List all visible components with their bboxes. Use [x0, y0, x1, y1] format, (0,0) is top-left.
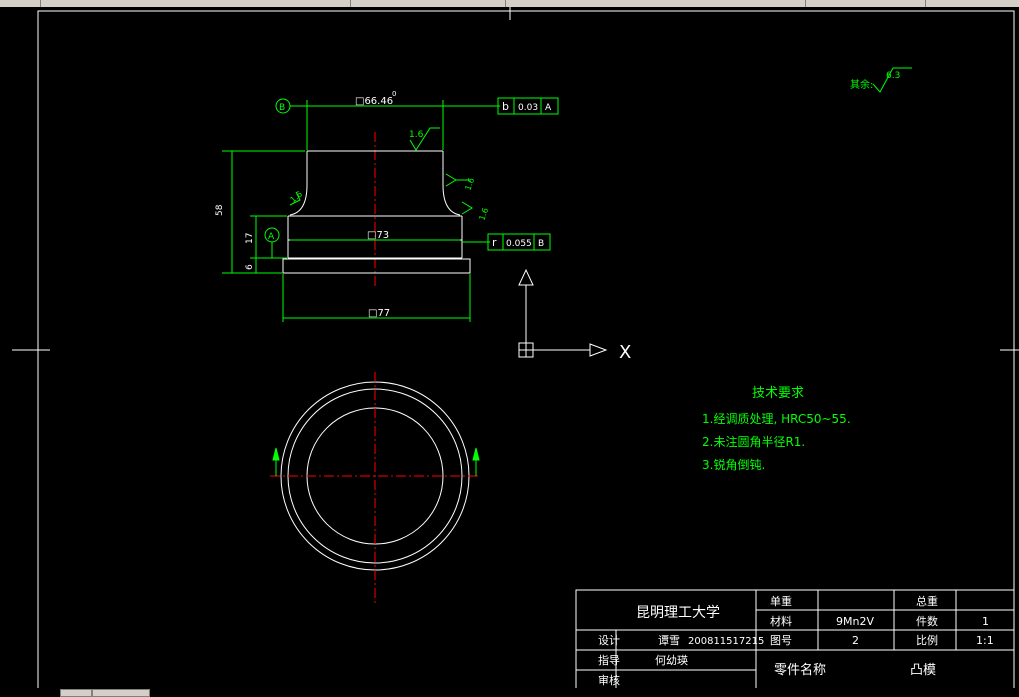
layout-tab[interactable]: [92, 689, 150, 697]
roughness-symbol-fillet: [289, 191, 301, 206]
right-fillet: [442, 151, 461, 216]
tb-total-weight-label: 总重: [916, 594, 938, 608]
technical-requirements: 技术要求 1.经调质处理, HRC50~55. 2.未注圆角半径R1. 3.锐角…: [702, 386, 851, 472]
tb-part-name-value: 凸模: [910, 663, 936, 678]
tolerance-frame-side: [487, 233, 551, 251]
tol-top-symbol: b: [502, 100, 509, 113]
dim-top-tolerance: 0: [392, 90, 396, 98]
toolbar-segment[interactable]: [0, 0, 41, 7]
tech-req-item: 2.未注圆角半径R1.: [702, 434, 805, 449]
dim-bottom-diameter: □77: [368, 308, 390, 319]
dim-height-base: 6: [245, 264, 255, 270]
dim-top-diameter: □66.46: [355, 96, 393, 107]
front-view: □66.46 0 □73 □77 58 17 6 B A b 0.03 A r …: [215, 67, 912, 322]
tb-qty-value: 1: [982, 615, 989, 628]
roughness-symbol-side1: [445, 173, 470, 187]
tb-design-label: 设计: [598, 634, 620, 647]
roughness-rest-label: 其余:: [850, 78, 873, 91]
tb-drawing-no-label: 图号: [770, 634, 792, 647]
tech-req-item: 1.经调质处理, HRC50~55.: [702, 412, 851, 426]
roughness-side1-value: 1.6: [463, 177, 476, 192]
tb-qty-label: 件数: [916, 615, 938, 628]
tb-guide-label: 指导: [598, 653, 620, 667]
cad-drawing-canvas[interactable]: □66.46 0 □73 □77 58 17 6 B A b 0.03 A r …: [0, 7, 1019, 688]
ucs-icon: [518, 268, 608, 358]
tol-top-datum: A: [545, 103, 552, 113]
datum-a-label: A: [268, 232, 275, 242]
tb-scale-label: 比例: [916, 633, 938, 647]
base-flange: [282, 258, 471, 274]
toolbar-segment[interactable]: [805, 0, 926, 7]
dim-height-total: 58: [215, 204, 225, 216]
tb-drawing-no-value: 2: [852, 634, 859, 647]
datum-b-label: B: [279, 103, 285, 113]
tol-side-symbol: r: [492, 236, 497, 249]
roughness-rest-value: 6.3: [886, 71, 900, 81]
tb-scale-value: 1:1: [976, 634, 994, 647]
layout-tab[interactable]: [60, 689, 92, 697]
roughness-symbol-top: [409, 127, 440, 151]
tb-student-id: 200811517215: [688, 636, 764, 647]
roughness-side2-value: 1.6: [477, 207, 490, 222]
tb-designer: 谭雪: [658, 634, 680, 647]
title-block: 昆明理工大学 单重 总重 材料 9Mn2V 件数 1 设计 谭雪 2008115…: [575, 589, 1015, 688]
tol-top-value: 0.03: [518, 103, 538, 113]
top-view: [270, 372, 481, 604]
tb-guide-name: 何幼瑛: [655, 654, 688, 667]
dim-height-mid: 17: [245, 233, 255, 244]
tb-material-label: 材料: [770, 614, 792, 628]
tb-part-name-label: 零件名称: [774, 662, 826, 678]
toolbar-segment[interactable]: [40, 0, 351, 7]
tolerance-frame-top: [497, 97, 559, 115]
roughness-symbol-rest: [872, 67, 912, 93]
tb-review-label: 审核: [598, 673, 620, 687]
axis-x-label: X: [619, 342, 631, 363]
bottom-tab-strip: [0, 688, 1019, 697]
tb-unit-weight-label: 单重: [770, 594, 792, 608]
toolbar-segment[interactable]: [350, 0, 506, 7]
tb-material-value: 9Mn2V: [836, 615, 874, 628]
left-fillet: [289, 151, 308, 216]
section-arrow-right: [472, 447, 480, 461]
roughness-symbol-side2: [461, 201, 473, 215]
toolbar-segment[interactable]: [505, 0, 806, 7]
dim-mid-diameter: □73: [367, 230, 389, 241]
tol-side-datum: B: [538, 239, 544, 249]
roughness-top-value: 1.6: [409, 130, 424, 140]
section-arrow-left: [272, 447, 280, 461]
top-toolbar-strip: [0, 0, 1019, 7]
tb-university: 昆明理工大学: [636, 605, 720, 621]
tech-req-item: 3.锐角倒钝.: [702, 458, 765, 472]
tol-side-value: 0.055: [506, 239, 532, 249]
roughness-fillet-value: 1.6: [289, 189, 305, 204]
tech-req-title: 技术要求: [752, 386, 804, 401]
